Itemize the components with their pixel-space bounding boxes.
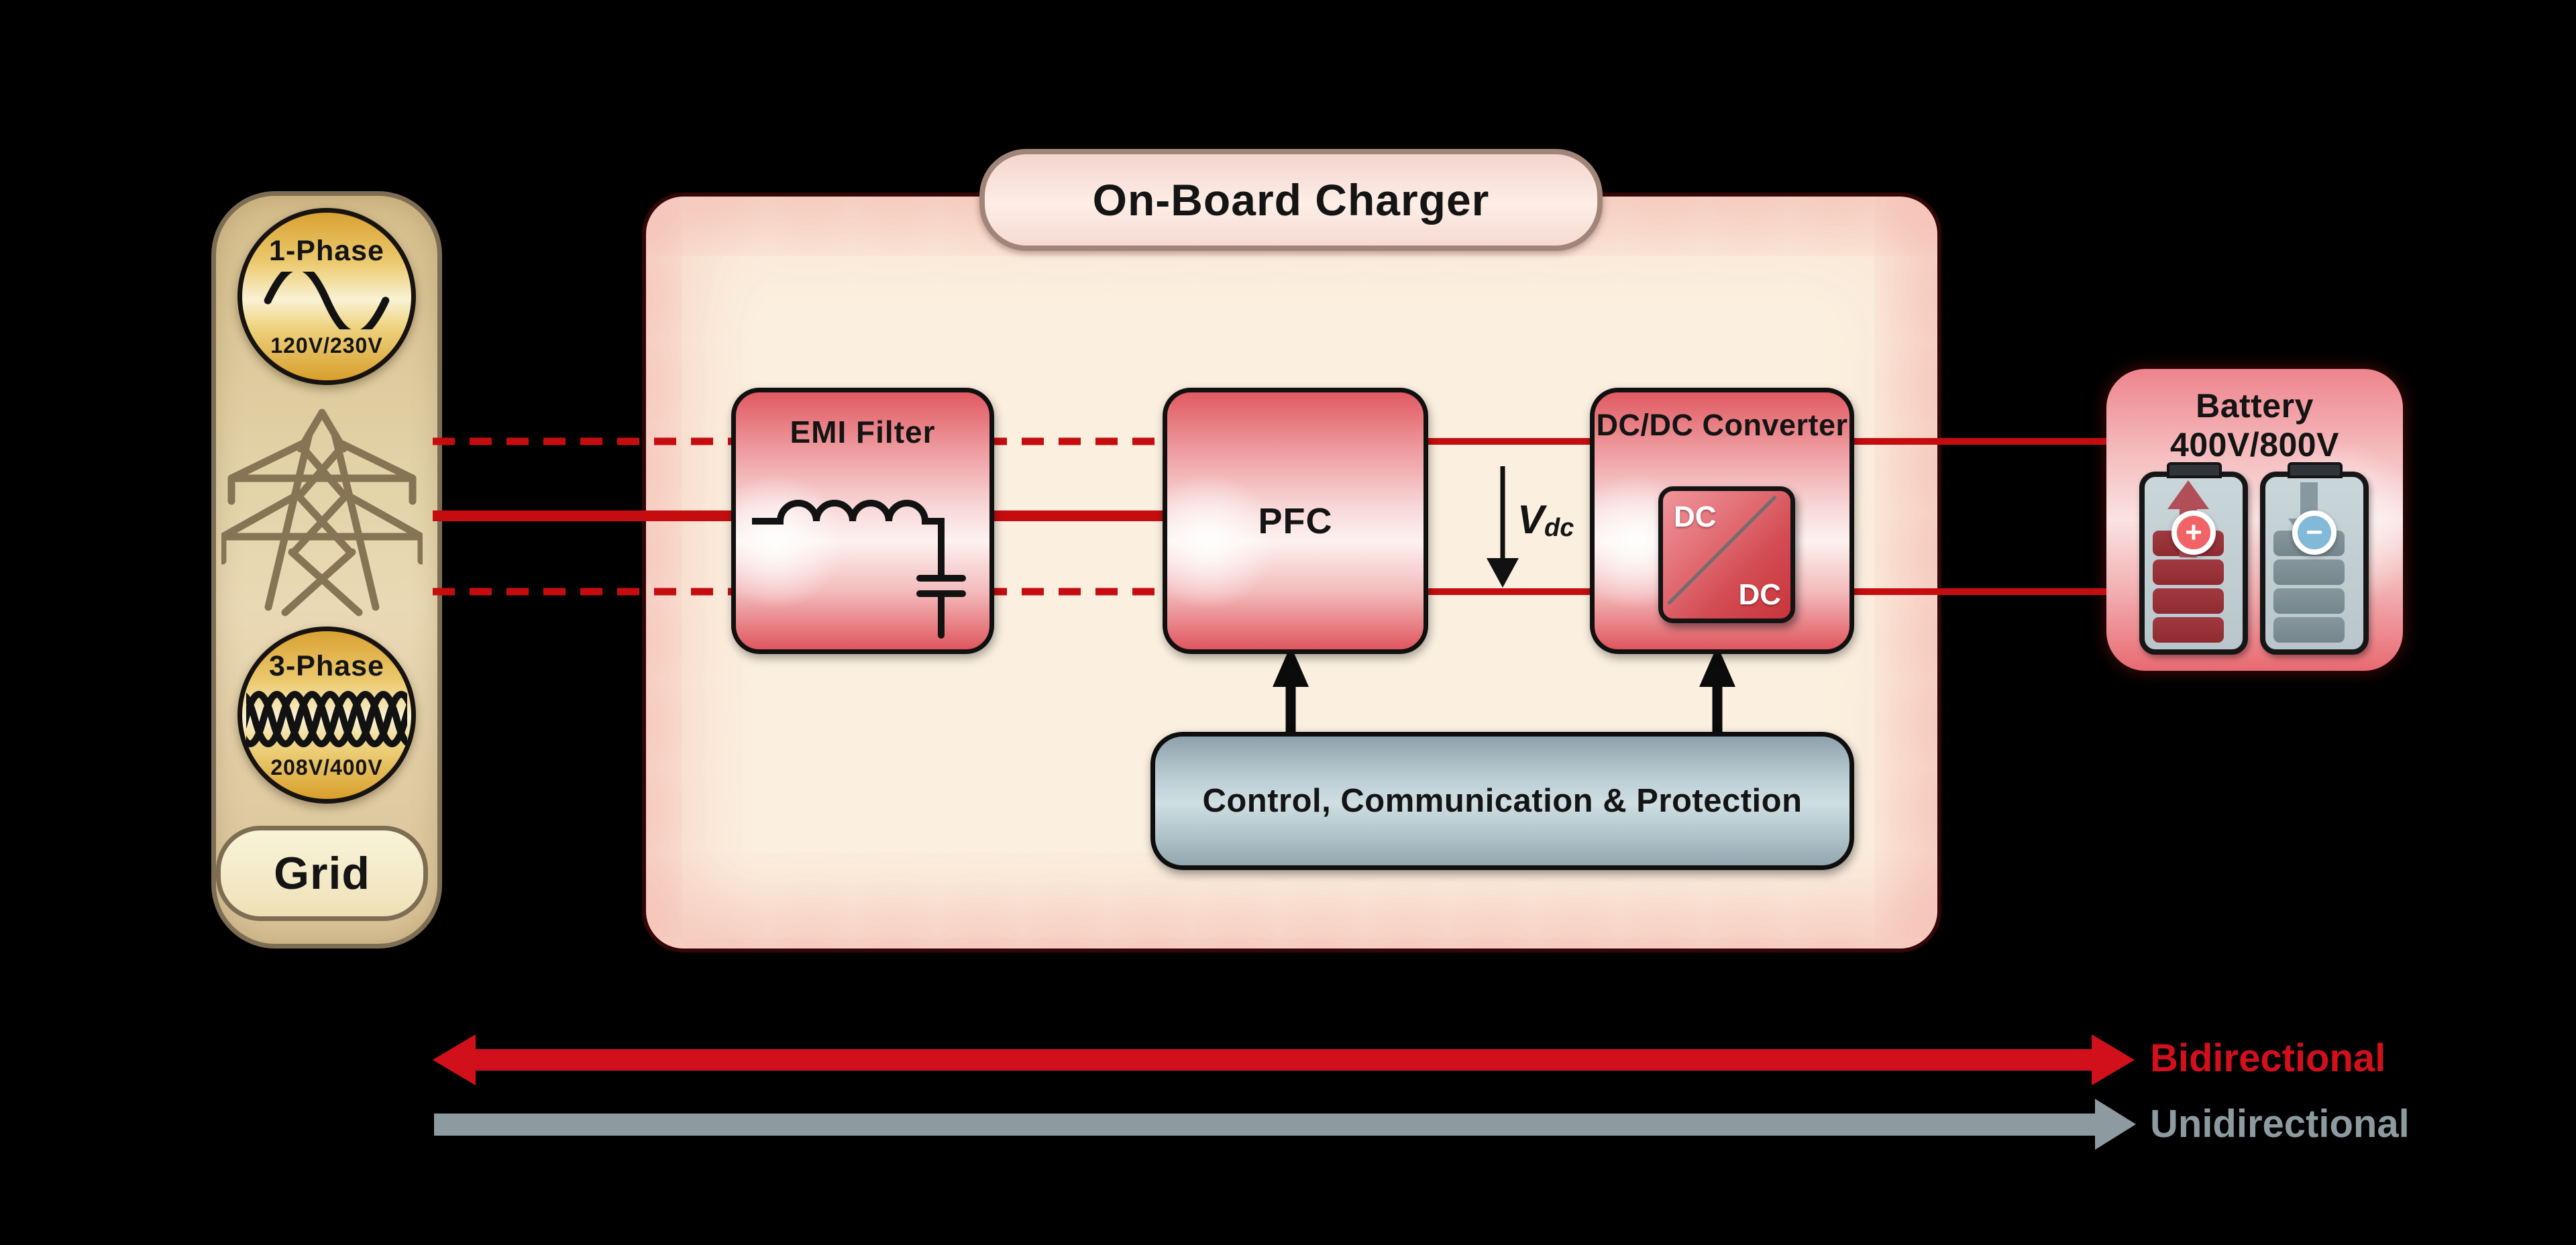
- control-label: Control, Communication & Protection: [1202, 783, 1803, 819]
- three-phase-badge: 3-Phase 208V/400V: [237, 627, 416, 804]
- one-phase-label: 1-Phase: [269, 235, 384, 267]
- battery-bar: [2273, 588, 2345, 614]
- grid-panel: 1-Phase 120V/230V 3-Phase: [211, 191, 442, 949]
- battery-discharging-icon: −: [2260, 462, 2369, 655]
- three-phase-voltage: 208V/400V: [270, 755, 383, 779]
- minus-badge: −: [2292, 510, 2337, 555]
- unidirectional-label: Unidirectional: [2150, 1102, 2410, 1146]
- vdc-symbol: V: [1517, 497, 1545, 542]
- vdc-label: Vdc: [1517, 496, 1574, 543]
- control-box: Control, Communication & Protection: [1150, 732, 1854, 870]
- battery-title-line1: Battery: [2196, 387, 2314, 425]
- one-phase-voltage: 120V/230V: [270, 333, 383, 358]
- on-board-charger-title-pill: On-Board Charger: [979, 149, 1603, 251]
- emi-filter-block: EMI Filter: [731, 388, 994, 654]
- control-arrow-dcdc-icon: [1699, 645, 1735, 732]
- battery-bar: [2273, 559, 2345, 585]
- dc-dc-diagonal: [1667, 495, 1777, 605]
- grid-label-pill: Grid: [216, 826, 428, 921]
- bidirectional-label: Bidirectional: [2150, 1036, 2386, 1080]
- dcdc-converter-label: DC/DC Converter: [1596, 408, 1848, 442]
- vdc-subscript: dc: [1544, 514, 1574, 543]
- dc-dc-icon: DC DC: [1658, 486, 1795, 623]
- battery-title: Battery 400V/800V: [2106, 386, 2403, 464]
- pfc-block: PFC: [1163, 388, 1428, 654]
- on-board-charger-title: On-Board Charger: [1092, 175, 1490, 225]
- unidirectional-arrow: [434, 1099, 2136, 1150]
- battery-cap: [2288, 462, 2343, 478]
- dc-link-lines: [1419, 438, 1590, 595]
- three-phase-label: 3-Phase: [269, 650, 384, 682]
- one-phase-badge: 1-Phase 120V/230V: [237, 208, 416, 385]
- dcdc-converter-block: DC/DC Converter DC DC: [1590, 388, 1854, 654]
- control-arrow-pfc-icon: [1273, 645, 1309, 732]
- grid-label: Grid: [274, 848, 370, 899]
- bidirectional-arrow: [433, 1034, 2135, 1085]
- battery-bar: [2273, 617, 2345, 643]
- plus-badge: +: [2171, 510, 2216, 555]
- battery-bar: [2153, 588, 2224, 614]
- dc-output-label: DC: [1738, 578, 1781, 611]
- battery-lines: [1845, 438, 2108, 595]
- dc-input-label: DC: [1674, 500, 1717, 533]
- sine-wave-icon: [264, 272, 390, 329]
- transmission-tower-icon: [221, 409, 423, 616]
- vdc-arrow-icon: [1487, 466, 1519, 588]
- battery-charging-icon: +: [2139, 462, 2248, 655]
- pfc-label: PFC: [1258, 500, 1333, 541]
- battery-bar: [2153, 617, 2224, 643]
- inductor-capacitor-icon: [752, 500, 966, 639]
- battery-bar: [2153, 559, 2224, 585]
- battery-panel: Battery 400V/800V + −: [2106, 369, 2403, 671]
- battery-title-line2: 400V/800V: [2170, 426, 2339, 464]
- three-phase-wave-icon: [246, 691, 407, 747]
- emi-filter-label: EMI Filter: [790, 415, 936, 449]
- battery-cap: [2167, 462, 2222, 478]
